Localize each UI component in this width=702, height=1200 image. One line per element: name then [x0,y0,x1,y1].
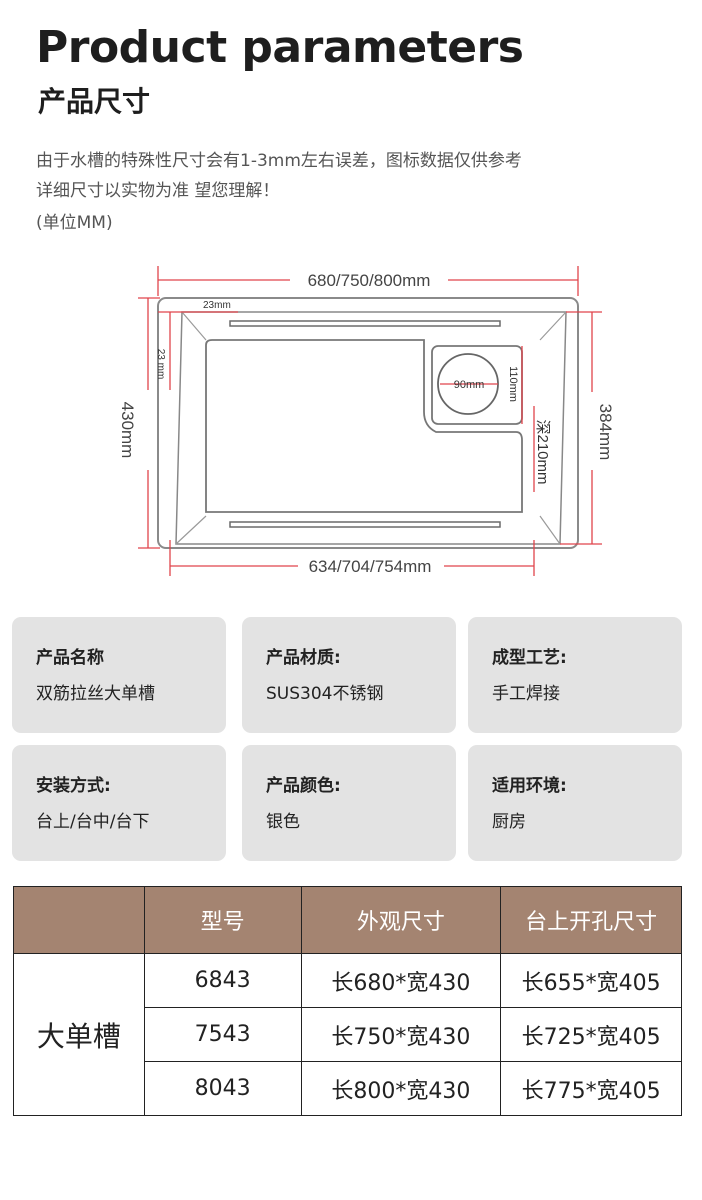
table-header-model: 型号 [143,886,302,954]
spec-label: 产品颜色: [266,776,341,796]
spec-value: 台上/台中/台下 [36,812,150,832]
sink-bevel-lines [175,311,567,545]
spec-card-environment: 适用环境: 厨房 [468,745,682,861]
spec-value: 双筋拉丝大单槽 [36,684,155,704]
reinforcement-rib-bottom [229,521,501,528]
table-cell-cutout-size: 长725*宽405 [500,1007,682,1062]
table-header-blank [13,886,145,954]
sink-dimension-diagram: 680/750/800mm 634/704/754mm 430mm 384mm … [118,266,615,576]
dim-depth-label: 深210mm [534,419,551,484]
spec-label: 产品名称 [36,648,104,668]
table-cell-cutout-size: 长655*宽405 [500,953,682,1008]
spec-card-product-name: 产品名称 双筋拉丝大单槽 [12,617,226,733]
spec-label: 产品材质: [266,648,341,668]
dim-drain-box-label: 110mm [507,366,519,402]
table-cell-outer-size: 长680*宽430 [300,953,502,1008]
spec-label: 成型工艺: [492,648,567,668]
spec-card-process: 成型工艺: 手工焊接 [468,617,682,733]
table-row: 大单槽 6843 长680*宽430 长655*宽405 [13,953,682,1116]
dim-drain-label: 90mm [454,379,485,391]
table-row: 8043 长800*宽430 长775*宽405 [14,1061,682,1116]
table-cell-outer-size: 长800*宽430 [300,1061,502,1116]
spec-value: 手工焊接 [492,684,560,704]
spec-card-installation: 安装方式: 台上/台中/台下 [12,745,226,861]
table-cell-outer-size: 长750*宽430 [300,1007,502,1062]
spec-label: 适用环境: [492,776,567,796]
size-table: 型号 外观尺寸 台上开孔尺寸 大单槽 6843 长680*宽430 长655*宽… [13,886,682,1116]
table-header-cutout-size: 台上开孔尺寸 [500,886,682,954]
table-cell-model: 6843 [143,953,302,1008]
tolerance-note: 由于水槽的特殊性尺寸会有1-3mm左右误差，图标数据仅供参考 [36,151,522,171]
table-group-label: 大单槽 [13,953,145,1116]
spec-value: 厨房 [492,812,526,832]
dim-rim-v-label: 23 mm [155,349,166,380]
dim-rim-h-label: 23mm [203,300,231,311]
dim-right-height-label: 384mm [596,404,615,461]
spec-card-material: 产品材质: SUS304不锈钢 [242,617,456,733]
spec-value: 银色 [266,812,300,832]
spec-label: 安装方式: [36,776,111,796]
tolerance-note-2: 详细尺寸以实物为准 望您理解！ [36,181,280,201]
spec-value: SUS304不锈钢 [266,684,384,704]
dim-left-height-label: 430mm [118,402,137,459]
page-title-cn: 产品尺寸 [38,85,151,118]
table-header-outer-size: 外观尺寸 [300,886,502,954]
sink-bowl-floor [205,339,523,513]
unit-note: (单位MM) [36,213,113,233]
dim-top-width-label: 680/750/800mm [308,271,431,290]
table-header-row: 型号 外观尺寸 台上开孔尺寸 [13,886,682,954]
dim-bottom-width-label: 634/704/754mm [309,557,432,576]
spec-card-color: 产品颜色: 银色 [242,745,456,861]
sink-outer-rim [157,297,579,549]
table-cell-cutout-size: 长775*宽405 [500,1061,682,1116]
table-cell-model: 7543 [143,1007,302,1062]
table-cell-model: 8043 [143,1061,302,1116]
reinforcement-rib-top [229,320,501,327]
page-title-en: Product parameters [36,22,524,73]
